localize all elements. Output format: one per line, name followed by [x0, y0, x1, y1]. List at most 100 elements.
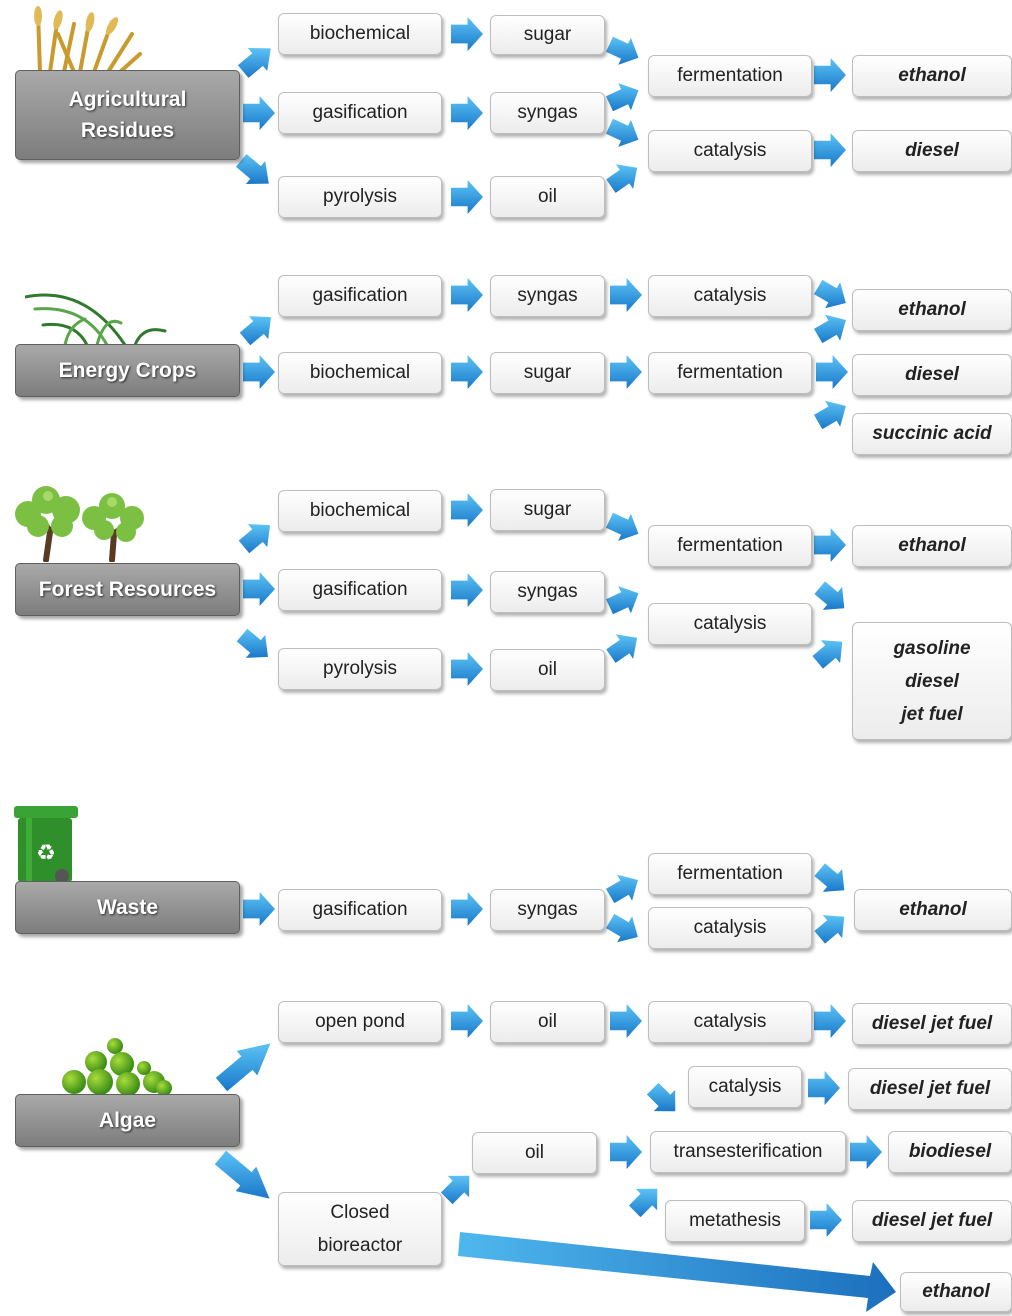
conversion-box: transesterification — [650, 1131, 846, 1173]
flow-arrow — [610, 1004, 642, 1038]
process-box: gasification — [278, 275, 442, 317]
intermediate-box: sugar — [490, 15, 605, 55]
conversion-box: fermentation — [648, 55, 812, 97]
product-box: ethanol — [852, 525, 1012, 567]
flow-arrow — [814, 279, 846, 309]
source-label: Energy Crops — [58, 359, 197, 382]
conversion-box: catalysis — [648, 130, 812, 172]
flow-arrow — [606, 634, 638, 663]
flow-arrow — [610, 278, 642, 312]
source-energy-crops: Energy Crops — [15, 344, 240, 397]
flow-arrow — [236, 628, 268, 658]
flow-arrow — [606, 164, 638, 193]
flow-arrow — [610, 1135, 642, 1169]
flow-arrow — [816, 355, 848, 389]
conversion-box: fermentation — [648, 853, 812, 895]
product-box: diesel — [852, 130, 1012, 172]
product-box: ethanol — [900, 1272, 1012, 1312]
source-label: Agricultural — [68, 88, 187, 111]
product-box-multi: gasoline diesel jet fuel — [852, 622, 1012, 740]
intermediate-box: oil — [490, 176, 605, 218]
intermediate-box: syngas — [490, 92, 605, 134]
flow-arrow — [243, 96, 275, 130]
flow-arrow — [451, 17, 483, 51]
flow-arrow — [606, 874, 638, 904]
source-label: Algae — [98, 1109, 157, 1132]
flow-arrow — [451, 493, 483, 527]
process-box: gasification — [278, 889, 442, 931]
product-box: diesel jet fuel — [848, 1068, 1012, 1110]
process-box: gasification — [278, 569, 442, 611]
intermediate-box: oil — [472, 1132, 597, 1174]
flow-arrow — [451, 1004, 483, 1038]
source-label: Forest Resources — [38, 578, 217, 601]
conversion-box: catalysis — [648, 603, 812, 645]
intermediate-box: sugar — [490, 489, 605, 531]
flow-arrow — [850, 1135, 882, 1169]
svg-text:♻: ♻ — [36, 841, 56, 866]
flow-arrow — [606, 512, 639, 541]
source-algae: Algae — [15, 1094, 240, 1147]
flow-arrow — [814, 1004, 846, 1038]
flow-arrow — [606, 83, 639, 112]
algae-icon — [62, 1038, 172, 1096]
flow-arrow — [810, 1203, 842, 1237]
process-box-closed-bioreactor: Closed bioreactor — [278, 1192, 442, 1266]
source-label: Waste — [96, 896, 159, 919]
conversion-box: fermentation — [648, 525, 812, 567]
wheat-icon — [34, 6, 142, 74]
product-box: diesel — [852, 354, 1012, 396]
intermediate-box: syngas — [490, 889, 605, 931]
conversion-box: catalysis — [648, 907, 812, 949]
product-box: ethanol — [852, 289, 1012, 331]
conversion-box: catalysis — [648, 1001, 812, 1043]
flow-arrow — [814, 581, 845, 610]
flow-arrow — [243, 572, 275, 606]
flow-arrow — [814, 314, 846, 344]
process-box: biochemical — [278, 13, 442, 55]
flow-arrow — [814, 400, 846, 430]
flow-arrow — [237, 48, 271, 78]
conversion-box: fermentation — [648, 352, 812, 394]
flow-arrow-long — [458, 1232, 896, 1312]
flow-arrow — [238, 524, 270, 554]
flow-arrow — [646, 1082, 676, 1112]
flow-arrow — [610, 355, 642, 389]
flow-arrow — [451, 180, 483, 214]
flow-arrow — [628, 1188, 658, 1218]
flow-arrow — [243, 892, 275, 926]
flow-arrow — [606, 913, 638, 943]
conversion-box: metathesis — [665, 1200, 805, 1242]
conversion-box: catalysis — [688, 1066, 802, 1108]
source-agricultural-residues: Agricultural Residues — [15, 70, 240, 160]
product-box: diesel jet fuel — [852, 1003, 1012, 1045]
process-box: pyrolysis — [278, 648, 442, 690]
intermediate-box: sugar — [490, 352, 605, 394]
flow-arrow — [215, 1043, 271, 1092]
flow-arrow — [606, 586, 639, 615]
trees-icon — [15, 486, 144, 562]
flow-arrow — [808, 1071, 840, 1105]
product-box: succinic acid — [852, 413, 1012, 455]
source-forest-resources: Forest Resources — [15, 563, 240, 616]
process-box: pyrolysis — [278, 176, 442, 218]
product-box: biodiesel — [888, 1131, 1012, 1173]
process-box: gasification — [278, 92, 442, 134]
flow-arrow — [235, 154, 269, 184]
intermediate-box: syngas — [490, 275, 605, 317]
flow-arrow — [451, 892, 483, 926]
flow-arrow — [812, 640, 843, 669]
flow-arrow — [451, 652, 483, 686]
flow-arrow — [243, 355, 275, 389]
product-box: ethanol — [854, 889, 1012, 931]
flow-arrow — [451, 96, 483, 130]
process-box: biochemical — [278, 490, 442, 532]
flow-arrow — [814, 528, 846, 562]
grass-icon — [25, 293, 167, 347]
flow-arrow — [814, 133, 846, 167]
source-label: Residues — [80, 119, 175, 142]
flow-arrow — [451, 278, 483, 312]
process-box: open pond — [278, 1001, 442, 1043]
flow-arrow — [606, 118, 639, 147]
